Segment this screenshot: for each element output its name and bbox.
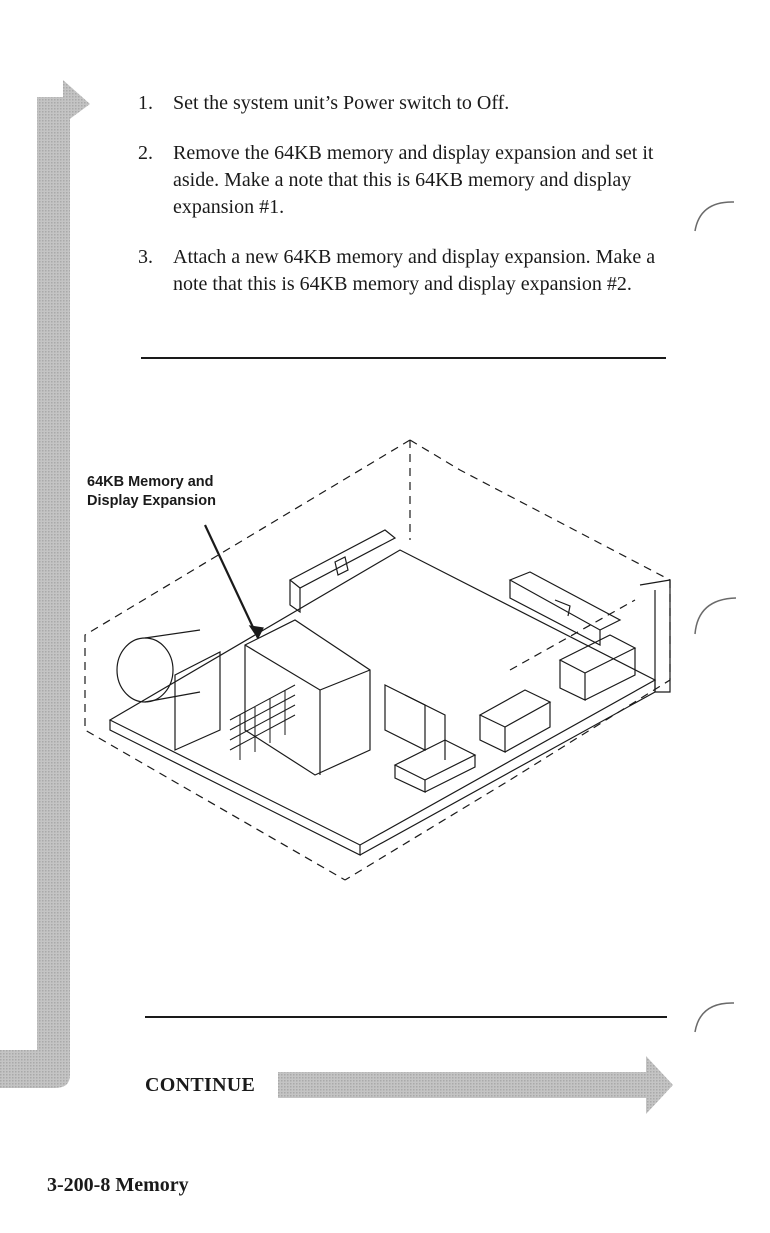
chip-module [393,739,477,781]
memory-slots [384,684,446,760]
speaker [116,637,174,703]
step-number: 1. [138,92,153,114]
expansion-pins [229,684,296,760]
binder-tab-icon [694,201,735,232]
figure-label-line1: 64KB Memory and [87,474,214,490]
step-number: 2. [138,142,153,164]
step-2: 2. Remove the 64KB memory and display ex… [138,140,678,221]
bracket [174,651,221,751]
side-panel [639,579,671,693]
divider-bottom [145,1016,667,1018]
right-connector [508,571,622,631]
memory-display-expansion-card [244,619,371,776]
binder-tab-icon [694,1002,735,1033]
divider-top [141,357,666,359]
rear-connector [288,529,397,589]
step-1: 1. Set the system unit’s Power switch to… [138,90,678,117]
step-number: 3. [138,246,153,268]
flow-bar-shape [0,80,90,1088]
step-text: Set the system unit’s Power switch to Of… [173,92,510,114]
step-text: Attach a new 64KB memory and display exp… [173,246,656,295]
figure-label: 64KB Memory and Display Expansion [87,473,216,511]
instruction-list: 1. Set the system unit’s Power switch to… [138,90,678,321]
continue-arrow-icon[interactable] [278,1056,673,1114]
dip-switches [478,634,637,753]
step-3: 3. Attach a new 64KB memory and display … [138,244,678,298]
step-text: Remove the 64KB memory and display expan… [173,142,654,218]
system-board-illustration [84,439,671,881]
figure-label-line2: Display Expansion [87,493,216,509]
continue-label[interactable]: CONTINUE [145,1074,256,1096]
binder-tab-icon [694,597,737,635]
page-reference: 3-200-8 Memory [47,1174,189,1196]
label-pointer [204,524,259,639]
system-board [108,549,657,846]
